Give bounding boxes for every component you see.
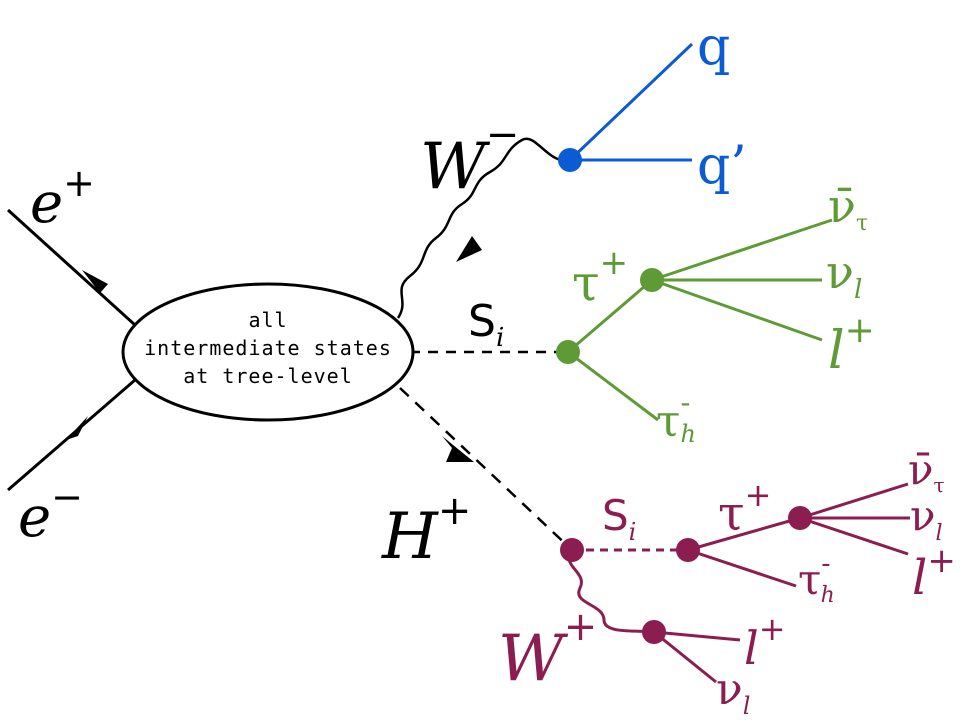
s-upper-label: Si: [468, 296, 504, 353]
electron-line: [7, 378, 136, 492]
h-plus-arrow: [442, 436, 474, 462]
w-plus-label: W+: [498, 604, 597, 696]
w-minus-decay: [558, 42, 694, 172]
blob-text-line3: at tree-level: [183, 364, 353, 388]
electron-label: e−: [18, 475, 83, 550]
s-lower-label: Si: [602, 491, 636, 546]
nu-l-upper-label: νl: [826, 245, 862, 305]
s-upper-vertex: [556, 340, 580, 364]
h-plus-propagator: [399, 387, 573, 551]
interaction-blob: [121, 282, 415, 422]
w-minus-label: W−: [420, 112, 519, 204]
w-plus-propagator: [567, 549, 655, 634]
tau-lower-vertex: [788, 506, 812, 530]
lepton-lower-label: l+: [912, 541, 956, 606]
blob-text-line1: all: [248, 308, 287, 332]
nubar-tau-lower-label: ν̄τ: [908, 445, 945, 497]
quark-prime-label: q’: [697, 136, 747, 196]
w-minus-propagator: [396, 137, 571, 319]
nu-l-lower-label: νl: [910, 491, 943, 546]
w-minus-arrow: [456, 236, 482, 262]
tau-plus-upper-label: τ+: [572, 243, 628, 312]
s-lower-vertex: [676, 538, 700, 562]
positron-line: [6, 208, 137, 327]
nubar-tau-upper-label: ν̄τ: [828, 179, 868, 236]
w-plus-nu-label: νl: [716, 664, 750, 720]
tau-h-lower-label: τ-h: [798, 549, 835, 608]
positron-label: e+: [30, 161, 95, 236]
w-plus-lepton-label: l+: [744, 610, 786, 675]
h-plus-label: H+: [381, 488, 471, 574]
h-plus-decay: [560, 482, 910, 684]
w-plus-vertex: [642, 620, 666, 644]
tau-plus-lower-label: τ+: [718, 476, 771, 542]
tau-h-upper-label: τ-h: [656, 386, 696, 448]
s-upper-decay: [556, 218, 833, 422]
quark-label: q: [697, 17, 730, 77]
tau-upper-vertex: [640, 268, 664, 292]
w-minus-vertex: [558, 148, 582, 172]
blob-text-line2: intermediate states: [144, 336, 392, 360]
lepton-upper-label: l+: [828, 310, 875, 381]
h-plus-vertex: [560, 538, 584, 562]
